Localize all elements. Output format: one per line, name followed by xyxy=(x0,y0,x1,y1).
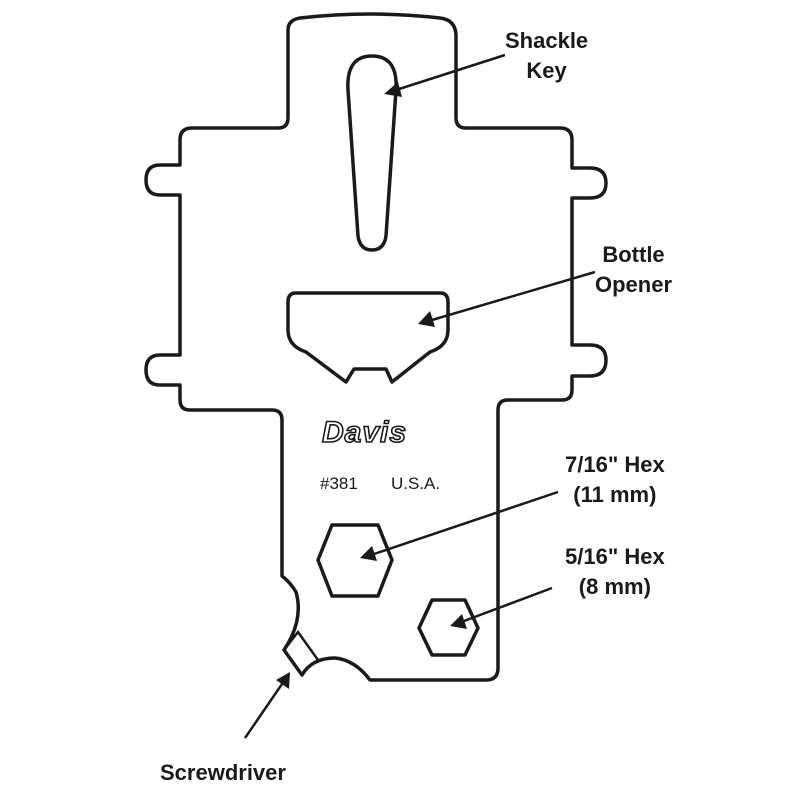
arrow-screwdriver xyxy=(243,672,290,739)
label-hex-5-16: 5/16" Hex (8 mm) xyxy=(565,544,665,599)
hex-5-16-socket xyxy=(417,598,480,657)
model-number: #381 xyxy=(320,474,358,493)
arrow-bottle-opener xyxy=(418,270,596,327)
davis-logo: Davis xyxy=(321,415,408,450)
label-screwdriver: Screwdriver xyxy=(160,760,286,785)
hex-7-16-socket xyxy=(316,523,394,598)
arrow-hex-large xyxy=(360,490,559,561)
screwdriver-tip xyxy=(283,629,320,661)
bottle-opener-cutout xyxy=(286,291,450,384)
arrow-hex-small xyxy=(450,586,553,629)
label-shackle-key: Shackle Key xyxy=(505,28,589,83)
arrow-shackle-key xyxy=(384,53,506,97)
origin-marking: U.S.A. xyxy=(391,474,441,493)
label-hex-7-16: 7/16" Hex (11 mm) xyxy=(565,452,665,507)
label-bottle-opener: Bottle Opener xyxy=(595,242,673,297)
shackle-key-slot xyxy=(346,54,398,252)
